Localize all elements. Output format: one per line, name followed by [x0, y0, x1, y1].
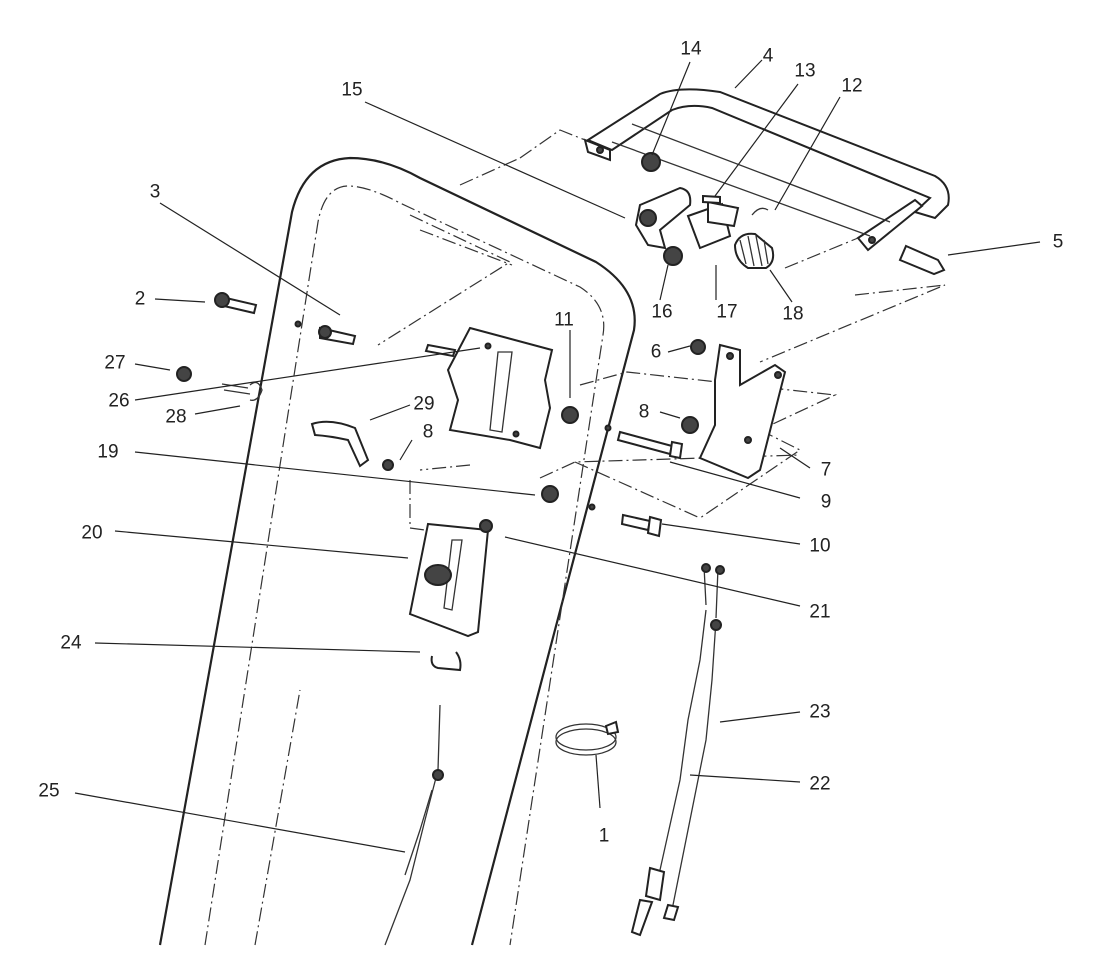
callout-26: 26 — [108, 391, 129, 412]
bail-bar — [583, 88, 950, 252]
bracket — [681, 339, 787, 480]
callout-5: 5 — [1053, 232, 1064, 253]
callout-22: 22 — [809, 774, 830, 795]
callout-11: 11 — [554, 310, 574, 331]
callout-1: 1 — [599, 826, 610, 847]
callout-24: 24 — [60, 633, 82, 654]
callout-4: 4 — [763, 46, 774, 67]
linkage-parts — [634, 152, 775, 269]
callout-2: 2 — [135, 289, 146, 310]
shift-plate — [446, 326, 554, 450]
callout-18: 18 — [782, 304, 803, 325]
callout-25: 25 — [38, 781, 59, 802]
cables — [630, 563, 725, 937]
callout-labels: 1 2 3 4 5 6 7 8 8 9 10 11 12 13 14 15 16… — [38, 39, 1063, 847]
handle-frame — [158, 156, 636, 946]
callout-9: 9 — [821, 492, 832, 513]
washer-11 — [561, 406, 579, 424]
callout-10: 10 — [809, 536, 830, 557]
callout-6: 6 — [651, 342, 662, 363]
callout-7: 7 — [821, 460, 832, 481]
left-fasteners — [176, 292, 457, 471]
callout-16: 16 — [651, 302, 672, 323]
shift-control — [408, 519, 493, 638]
washer-19 — [541, 485, 559, 503]
callout-21: 21 — [809, 602, 830, 623]
callout-27: 27 — [104, 353, 125, 374]
assembly-lines — [377, 129, 946, 531]
clip — [430, 651, 462, 672]
callout-19: 19 — [97, 442, 118, 463]
pin — [898, 244, 946, 276]
clamp — [555, 720, 620, 756]
leader-lines — [74, 59, 1041, 853]
callout-15: 15 — [341, 80, 362, 101]
callout-8-right: 8 — [639, 402, 650, 423]
callout-8-left: 8 — [423, 422, 434, 443]
callout-29: 29 — [413, 394, 434, 415]
callout-3: 3 — [150, 182, 161, 203]
callout-28: 28 — [165, 407, 186, 428]
callout-17: 17 — [716, 302, 737, 323]
callout-12: 12 — [841, 76, 862, 97]
callout-23: 23 — [809, 702, 830, 723]
bolts — [588, 424, 684, 538]
callout-20: 20 — [81, 523, 102, 544]
cable-25 — [384, 704, 444, 946]
callout-13: 13 — [794, 61, 815, 82]
callout-14: 14 — [680, 39, 702, 60]
